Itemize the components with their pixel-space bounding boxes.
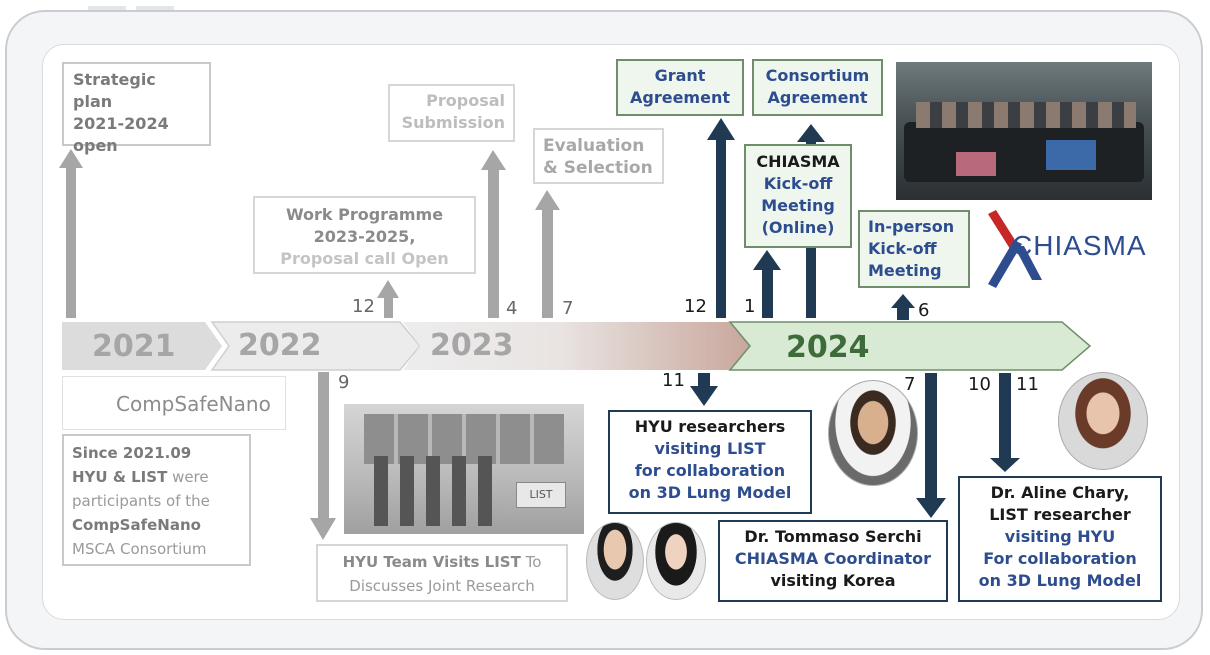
- grant-agreement-box: Grant Agreement: [616, 59, 744, 116]
- gray-arrows: [59, 149, 560, 540]
- box-line: Evaluation: [543, 136, 645, 156]
- marker-7-2024: 7: [904, 374, 916, 395]
- chiasma-kickoff-box: CHIASMA Kick-off Meeting (Online): [744, 144, 852, 248]
- marker-4-2023: 4: [506, 298, 518, 319]
- box-line: CHIASMA Coordinator: [734, 549, 932, 568]
- portrait-researcher-2: [646, 522, 706, 600]
- marker-7-2023: 7: [562, 298, 574, 319]
- box-line: on 3D Lung Model: [628, 483, 792, 502]
- year-2024: 2024: [786, 330, 870, 365]
- hyu-team-text: HYU Team Visits LIST: [342, 553, 521, 571]
- box-line: participants of the: [72, 492, 210, 510]
- hyu-researchers-box: HYU researchers visiting LIST for collab…: [608, 410, 812, 514]
- marker-6-2024: 6: [918, 300, 930, 321]
- box-line: Kick-off: [763, 174, 833, 193]
- marker-12-2022: 12: [352, 296, 375, 317]
- decor-tab: [88, 6, 126, 12]
- box-line: CHIASMA: [756, 152, 840, 171]
- chevron-2022: [210, 321, 421, 371]
- plain-text: To: [520, 553, 542, 571]
- box-line: MSCA Consortium: [72, 540, 207, 558]
- decor-tab: [136, 6, 174, 12]
- portrait-chary: [1058, 372, 1148, 470]
- box-line: Agreement: [767, 88, 868, 107]
- marker-12-2023: 12: [684, 296, 707, 317]
- box-line: HYU & LIST were: [72, 465, 241, 489]
- box-line: (Online): [761, 218, 835, 237]
- box-line: Proposal: [426, 91, 505, 110]
- portrait-serchi: [828, 380, 918, 486]
- box-line: Dr. Aline Chary,: [990, 483, 1130, 502]
- box-line: Meeting: [761, 196, 835, 215]
- evaluation-box: Evaluation & Selection: [533, 128, 664, 184]
- consortium-agreement-box: Consortium Agreement: [752, 59, 883, 116]
- hyu-team-visit-box: HYU Team Visits LIST To Discusses Joint …: [316, 544, 568, 602]
- box-line: Discusses Joint Research: [349, 577, 535, 595]
- box-line: Submission: [401, 113, 505, 132]
- box-line: for collaboration: [634, 461, 786, 480]
- year-2023: 2023: [430, 328, 514, 363]
- chevron-2024: [728, 321, 1092, 371]
- photo-laptop-screen: [1046, 140, 1096, 170]
- box-line: Consortium: [765, 66, 870, 85]
- box-line: Work Programme: [285, 205, 444, 224]
- photo-list-sign: LIST: [516, 482, 566, 508]
- proposal-submission-box: Proposal Submission: [388, 84, 515, 142]
- photo-building-windows: [364, 414, 564, 464]
- compsafenano-logo-box: [62, 376, 286, 430]
- marker-9-2022: 9: [338, 372, 350, 393]
- chevron-2021: [62, 322, 222, 370]
- box-line: Grant: [654, 66, 706, 85]
- box-line: Dr. Tommaso Serchi: [744, 527, 922, 546]
- chary-box: Dr. Aline Chary, LIST researcher visitin…: [958, 476, 1162, 602]
- box-line: In-person: [868, 217, 955, 236]
- box-line: LIST researcher: [989, 505, 1131, 524]
- box-line: visiting LIST: [654, 439, 766, 458]
- list-visit-photo: LIST: [344, 404, 584, 534]
- portrait-researcher-1: [586, 522, 644, 600]
- box-line: For collaboration: [983, 549, 1137, 568]
- box-line: visiting HYU: [1004, 527, 1116, 546]
- inperson-kickoff-box: In-person Kick-off Meeting: [858, 210, 970, 288]
- marker-10-2024: 10: [968, 374, 991, 395]
- box-line: visiting Korea: [770, 571, 896, 590]
- chiasma-x-mark: [988, 210, 1042, 288]
- box-line: 2021-2024: [73, 114, 169, 133]
- work-programme-box: Work Programme 2023-2025, Proposal call …: [253, 196, 476, 274]
- box-line: Kick-off: [868, 239, 937, 258]
- box-line: & Selection: [543, 158, 653, 178]
- box-line: HYU researchers: [634, 417, 786, 436]
- since-2021-box: Since 2021.09 HYU & LIST were participan…: [62, 434, 251, 566]
- strategic-plan-box: Strategic plan 2021-2024 open: [62, 62, 211, 155]
- box-line: Since 2021.09: [72, 444, 192, 462]
- chevron-2023: [403, 322, 750, 370]
- serchi-box: Dr. Tommaso Serchi CHIASMA Coordinator v…: [718, 520, 948, 602]
- box-line: Proposal call Open: [280, 249, 449, 268]
- marker-1-2024: 1: [744, 296, 756, 317]
- plain-text: were: [167, 468, 209, 486]
- marker-11-2024: 11: [1016, 374, 1039, 395]
- photo-people-group: [374, 456, 504, 526]
- box-line: Meeting: [868, 261, 942, 280]
- marker-11-2023: 11: [662, 370, 685, 391]
- compsafenano-logo-text: CompSafeNano: [116, 392, 271, 416]
- box-line: Agreement: [630, 88, 730, 107]
- year-2021: 2021: [92, 329, 176, 364]
- box-line: on 3D Lung Model: [978, 571, 1142, 590]
- box-line: HYU Team Visits LIST To: [322, 550, 562, 574]
- photo-laptop-screen: [956, 152, 996, 176]
- chiasma-logo-text: CHIASMA: [1012, 230, 1147, 261]
- box-line: 2023-2025,: [313, 227, 416, 246]
- photo-people-row: [916, 102, 1136, 128]
- box-line: open: [73, 136, 118, 155]
- year-2022: 2022: [238, 328, 322, 363]
- meeting-photo: [896, 62, 1152, 200]
- hyu-list-text: HYU & LIST: [72, 468, 168, 486]
- box-line: Strategic plan: [73, 70, 156, 111]
- photo-table: [904, 122, 1144, 182]
- box-line: CompSafeNano: [72, 516, 201, 534]
